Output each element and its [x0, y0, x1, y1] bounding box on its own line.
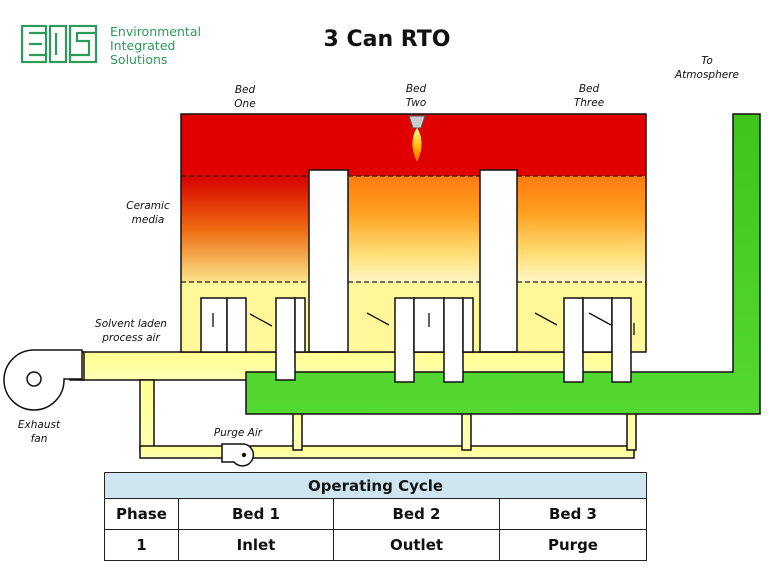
logo-line-3: Solutions	[110, 52, 167, 67]
table-header-row: Phase Bed 1 Bed 2 Bed 3	[104, 498, 647, 530]
bed-one-label-line2: One	[234, 98, 255, 110]
flame-icon	[412, 128, 422, 162]
ceramic-media-label-line1: Ceramic	[126, 200, 170, 212]
solvent-air-label-line2: process air	[101, 332, 160, 344]
outlet-ducting	[245, 113, 761, 415]
exhaust-fan	[3, 349, 83, 411]
bed-two-label-line1: Bed	[406, 83, 427, 95]
exhaust-fan-label-line1: Exhaust	[18, 419, 61, 431]
exhaust-fan-label-line2: fan	[31, 433, 48, 445]
table-caption: Operating Cycle	[104, 472, 647, 499]
valve-housings	[200, 297, 632, 383]
bed-two-media	[348, 176, 480, 282]
ceramic-media-label-line2: media	[132, 214, 165, 226]
header-phase: Phase	[104, 498, 179, 530]
cell-phase: 1	[104, 529, 179, 561]
table-row: 1 Inlet Outlet Purge	[104, 529, 647, 561]
bed-three-media	[517, 176, 646, 282]
page-title: 3 Can RTO	[324, 27, 451, 52]
logo-line-2: Integrated	[110, 38, 175, 53]
header-bed-3: Bed 3	[499, 498, 647, 530]
damper-valves	[212, 312, 635, 335]
solvent-air-label-line1: Solvent laden	[95, 318, 167, 330]
header-bed-1: Bed 1	[178, 498, 334, 530]
cell-bed-1: Inlet	[178, 529, 334, 561]
burner	[408, 115, 426, 162]
bed-two-label-line2: Two	[406, 97, 427, 109]
eis-logo-mark	[20, 24, 98, 64]
fan-icon	[26, 371, 42, 387]
cell-bed-3: Purge	[499, 529, 647, 561]
header-bed-2: Bed 2	[333, 498, 500, 530]
cell-bed-2: Outlet	[333, 529, 500, 561]
operating-cycle-table: Operating Cycle Phase Bed 1 Bed 2 Bed 3 …	[104, 472, 647, 561]
bed-one-media	[181, 176, 309, 282]
to-atmosphere-label-line2: Atmosphere	[674, 69, 739, 81]
inlet-ducting	[69, 351, 637, 459]
purge-air-label: Purge Air	[214, 427, 263, 439]
purge-air-fan	[221, 443, 255, 467]
bed-three-label-line1: Bed	[579, 83, 600, 95]
purge-fan-icon	[241, 452, 247, 458]
to-atmosphere-label-line1: To	[701, 55, 713, 67]
logo-line-1: Environmental	[110, 24, 201, 39]
eis-logo: Environmental Integrated Solutions	[20, 24, 201, 67]
bed-one-label-line1: Bed	[235, 84, 256, 96]
bed-three-label-line2: Three	[574, 97, 604, 109]
